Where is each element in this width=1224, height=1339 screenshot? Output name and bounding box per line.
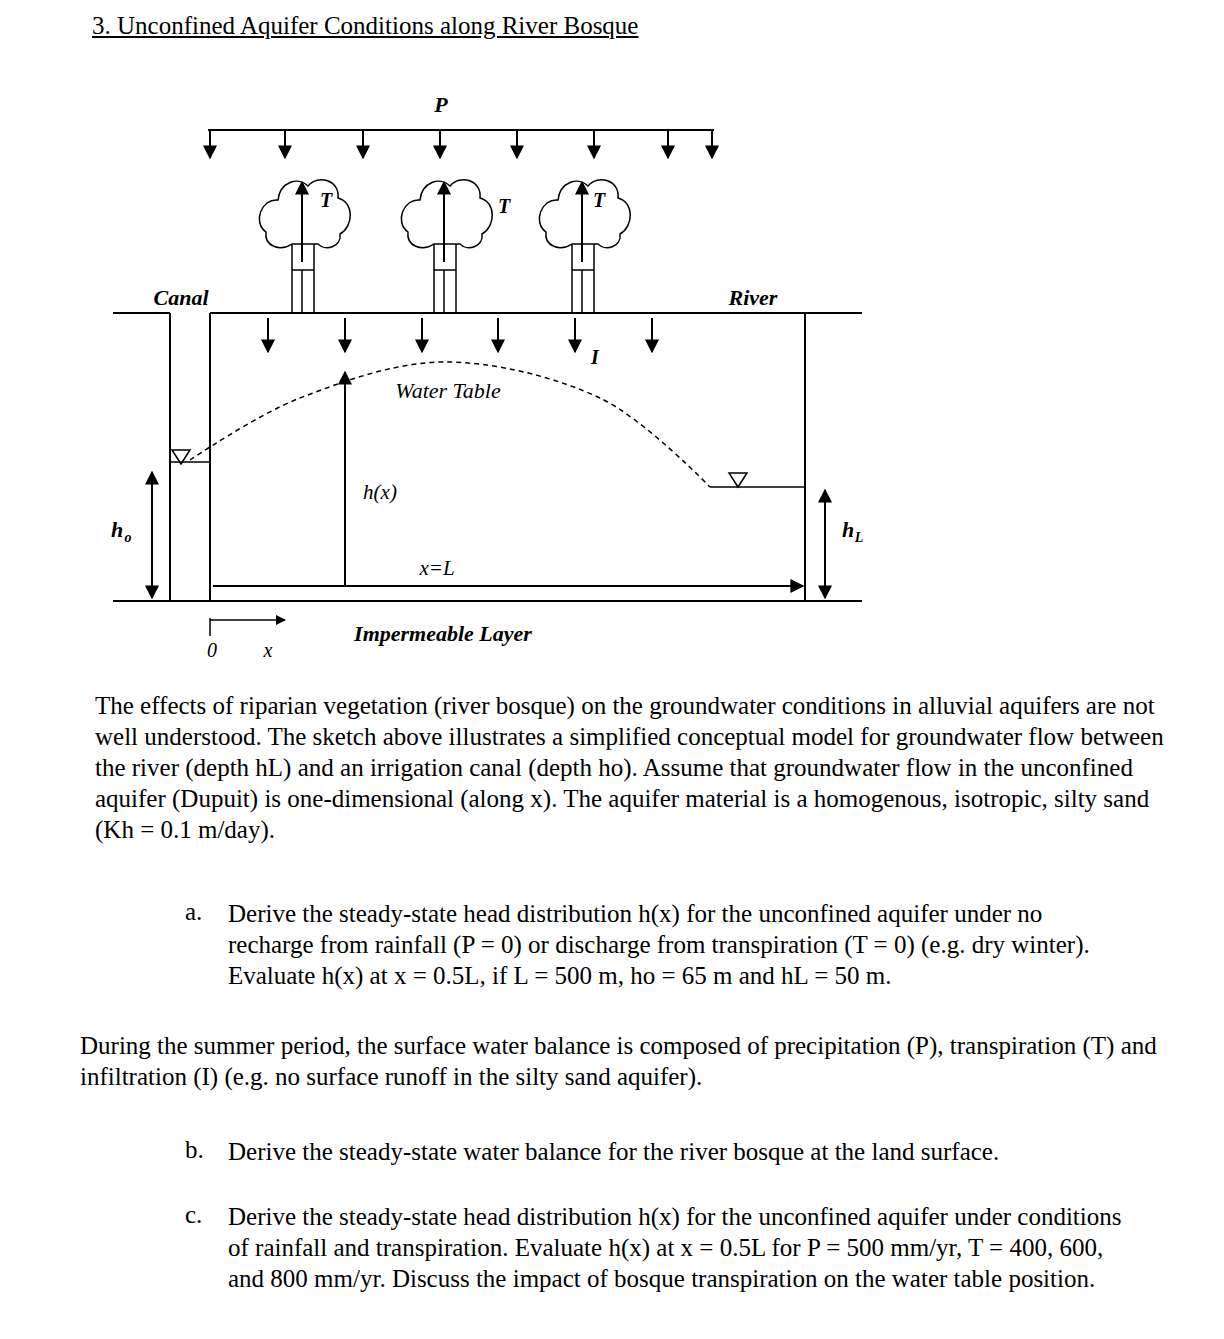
rain-arrow — [362, 130, 364, 158]
x-axis-arrow — [210, 619, 285, 621]
infiltration-arrow — [651, 318, 653, 352]
transpiration-arrow — [301, 182, 303, 262]
rain-arrow — [711, 130, 713, 158]
water-level-symbol — [729, 473, 747, 487]
axis-label: 0 — [205, 639, 219, 662]
ground-surface — [805, 312, 862, 314]
rain-arrow — [593, 130, 595, 158]
tree-symbol — [259, 180, 350, 313]
rain-line — [208, 129, 714, 131]
dimension-subscript: L — [853, 530, 866, 546]
canal-wall — [169, 313, 171, 601]
question-text: Derive the steady-state water balance fo… — [228, 1136, 1128, 1167]
symbol-label: T — [591, 189, 607, 212]
canal-wall — [209, 313, 211, 601]
rain-arrow — [516, 130, 518, 158]
infiltration-arrow — [421, 318, 423, 352]
item-letter: a. — [185, 898, 202, 927]
tree-symbol — [539, 180, 630, 313]
ground-surface — [113, 312, 170, 314]
heading: 3. Unconfined Aquifer Conditions along R… — [92, 12, 638, 41]
dimension-label: x=L — [417, 556, 456, 580]
question-text: Derive the steady-state head distributio… — [228, 898, 1128, 991]
rain-arrow — [439, 130, 441, 158]
dimension-label: h(x) — [361, 480, 399, 504]
item-letter: b. — [185, 1136, 204, 1165]
rain-arrow — [209, 130, 211, 158]
part-label: Impermeable Layer — [352, 621, 534, 646]
length-arrow — [213, 585, 803, 587]
transpiration-arrow — [581, 182, 583, 262]
question-text: Derive the steady-state head distributio… — [228, 1201, 1128, 1294]
rain-arrow — [667, 130, 669, 158]
water-level-symbol — [172, 450, 190, 464]
symbol-label: T — [318, 189, 334, 212]
part-label: Canal — [151, 285, 210, 310]
water-table-line — [190, 362, 710, 487]
infiltration-arrow — [574, 318, 576, 352]
infiltration-arrow — [497, 318, 499, 352]
infiltration-arrow — [344, 318, 346, 352]
transpiration-arrow — [443, 182, 445, 262]
tree-symbol — [401, 180, 492, 313]
paragraph: During the summer period, the surface wa… — [80, 1030, 1195, 1092]
symbol-label: T — [496, 195, 512, 218]
canal-water-level — [170, 461, 210, 463]
infiltration-arrow — [267, 318, 269, 352]
part-label: Water Table — [391, 378, 505, 403]
head-arrow — [344, 372, 346, 586]
axis-label: x — [262, 639, 275, 662]
dimension-subscript: o — [123, 530, 134, 546]
depth-arrow — [824, 490, 826, 598]
ground-surface — [210, 312, 805, 314]
river-wall — [804, 313, 806, 601]
part-label: River — [727, 285, 780, 310]
item-letter: c. — [185, 1201, 202, 1230]
river-water-level — [710, 486, 805, 488]
depth-arrow — [151, 472, 153, 598]
rain-arrow — [284, 130, 286, 158]
impermeable-layer — [113, 600, 862, 602]
symbol-label: I — [589, 346, 601, 369]
paragraph: The effects of riparian vegetation (rive… — [95, 690, 1185, 845]
symbol-label: P — [432, 92, 449, 117]
